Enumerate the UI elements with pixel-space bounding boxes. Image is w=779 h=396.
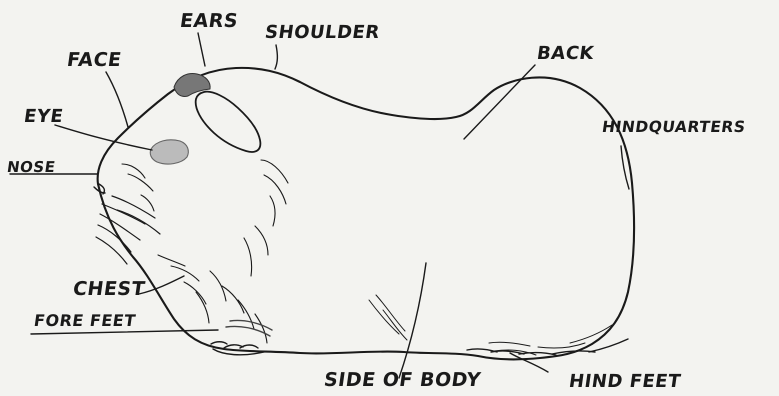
shoulder-leader-line [275, 45, 277, 69]
face-fur [122, 160, 288, 276]
label-shoulder: SHOULDER [264, 24, 381, 42]
body-outline [98, 68, 634, 359]
label-nose: NOSE [6, 160, 56, 175]
label-back: BACK [536, 45, 595, 63]
back-leader-line [464, 65, 535, 139]
ears-leader-line [198, 33, 205, 66]
whiskers [96, 196, 160, 264]
label-side-of-body: SIDE OF BODY [323, 371, 482, 390]
side-of-body-leader-line [399, 263, 426, 378]
label-hind-feet: HIND FEET [568, 373, 682, 391]
label-chest: CHEST [72, 280, 147, 299]
hind-feet-leader-line [510, 353, 548, 372]
face-leader-line [106, 72, 128, 127]
eye-leader-line [55, 125, 152, 150]
label-ears: EARS [179, 12, 240, 31]
label-eye: EYE [23, 108, 65, 126]
ear-shade [174, 74, 210, 97]
eye-shape [150, 140, 188, 164]
label-fore-feet: FORE FEET [33, 313, 137, 329]
label-hindquarters: HINDQUARTERS [601, 120, 747, 136]
fore-feet-leader-line [31, 330, 218, 334]
hind-feet-detail [467, 339, 628, 355]
body-shading [369, 295, 612, 355]
hindquarters-leader-line [621, 146, 629, 189]
label-face: FACE [66, 51, 123, 70]
ear-outline [196, 92, 261, 152]
